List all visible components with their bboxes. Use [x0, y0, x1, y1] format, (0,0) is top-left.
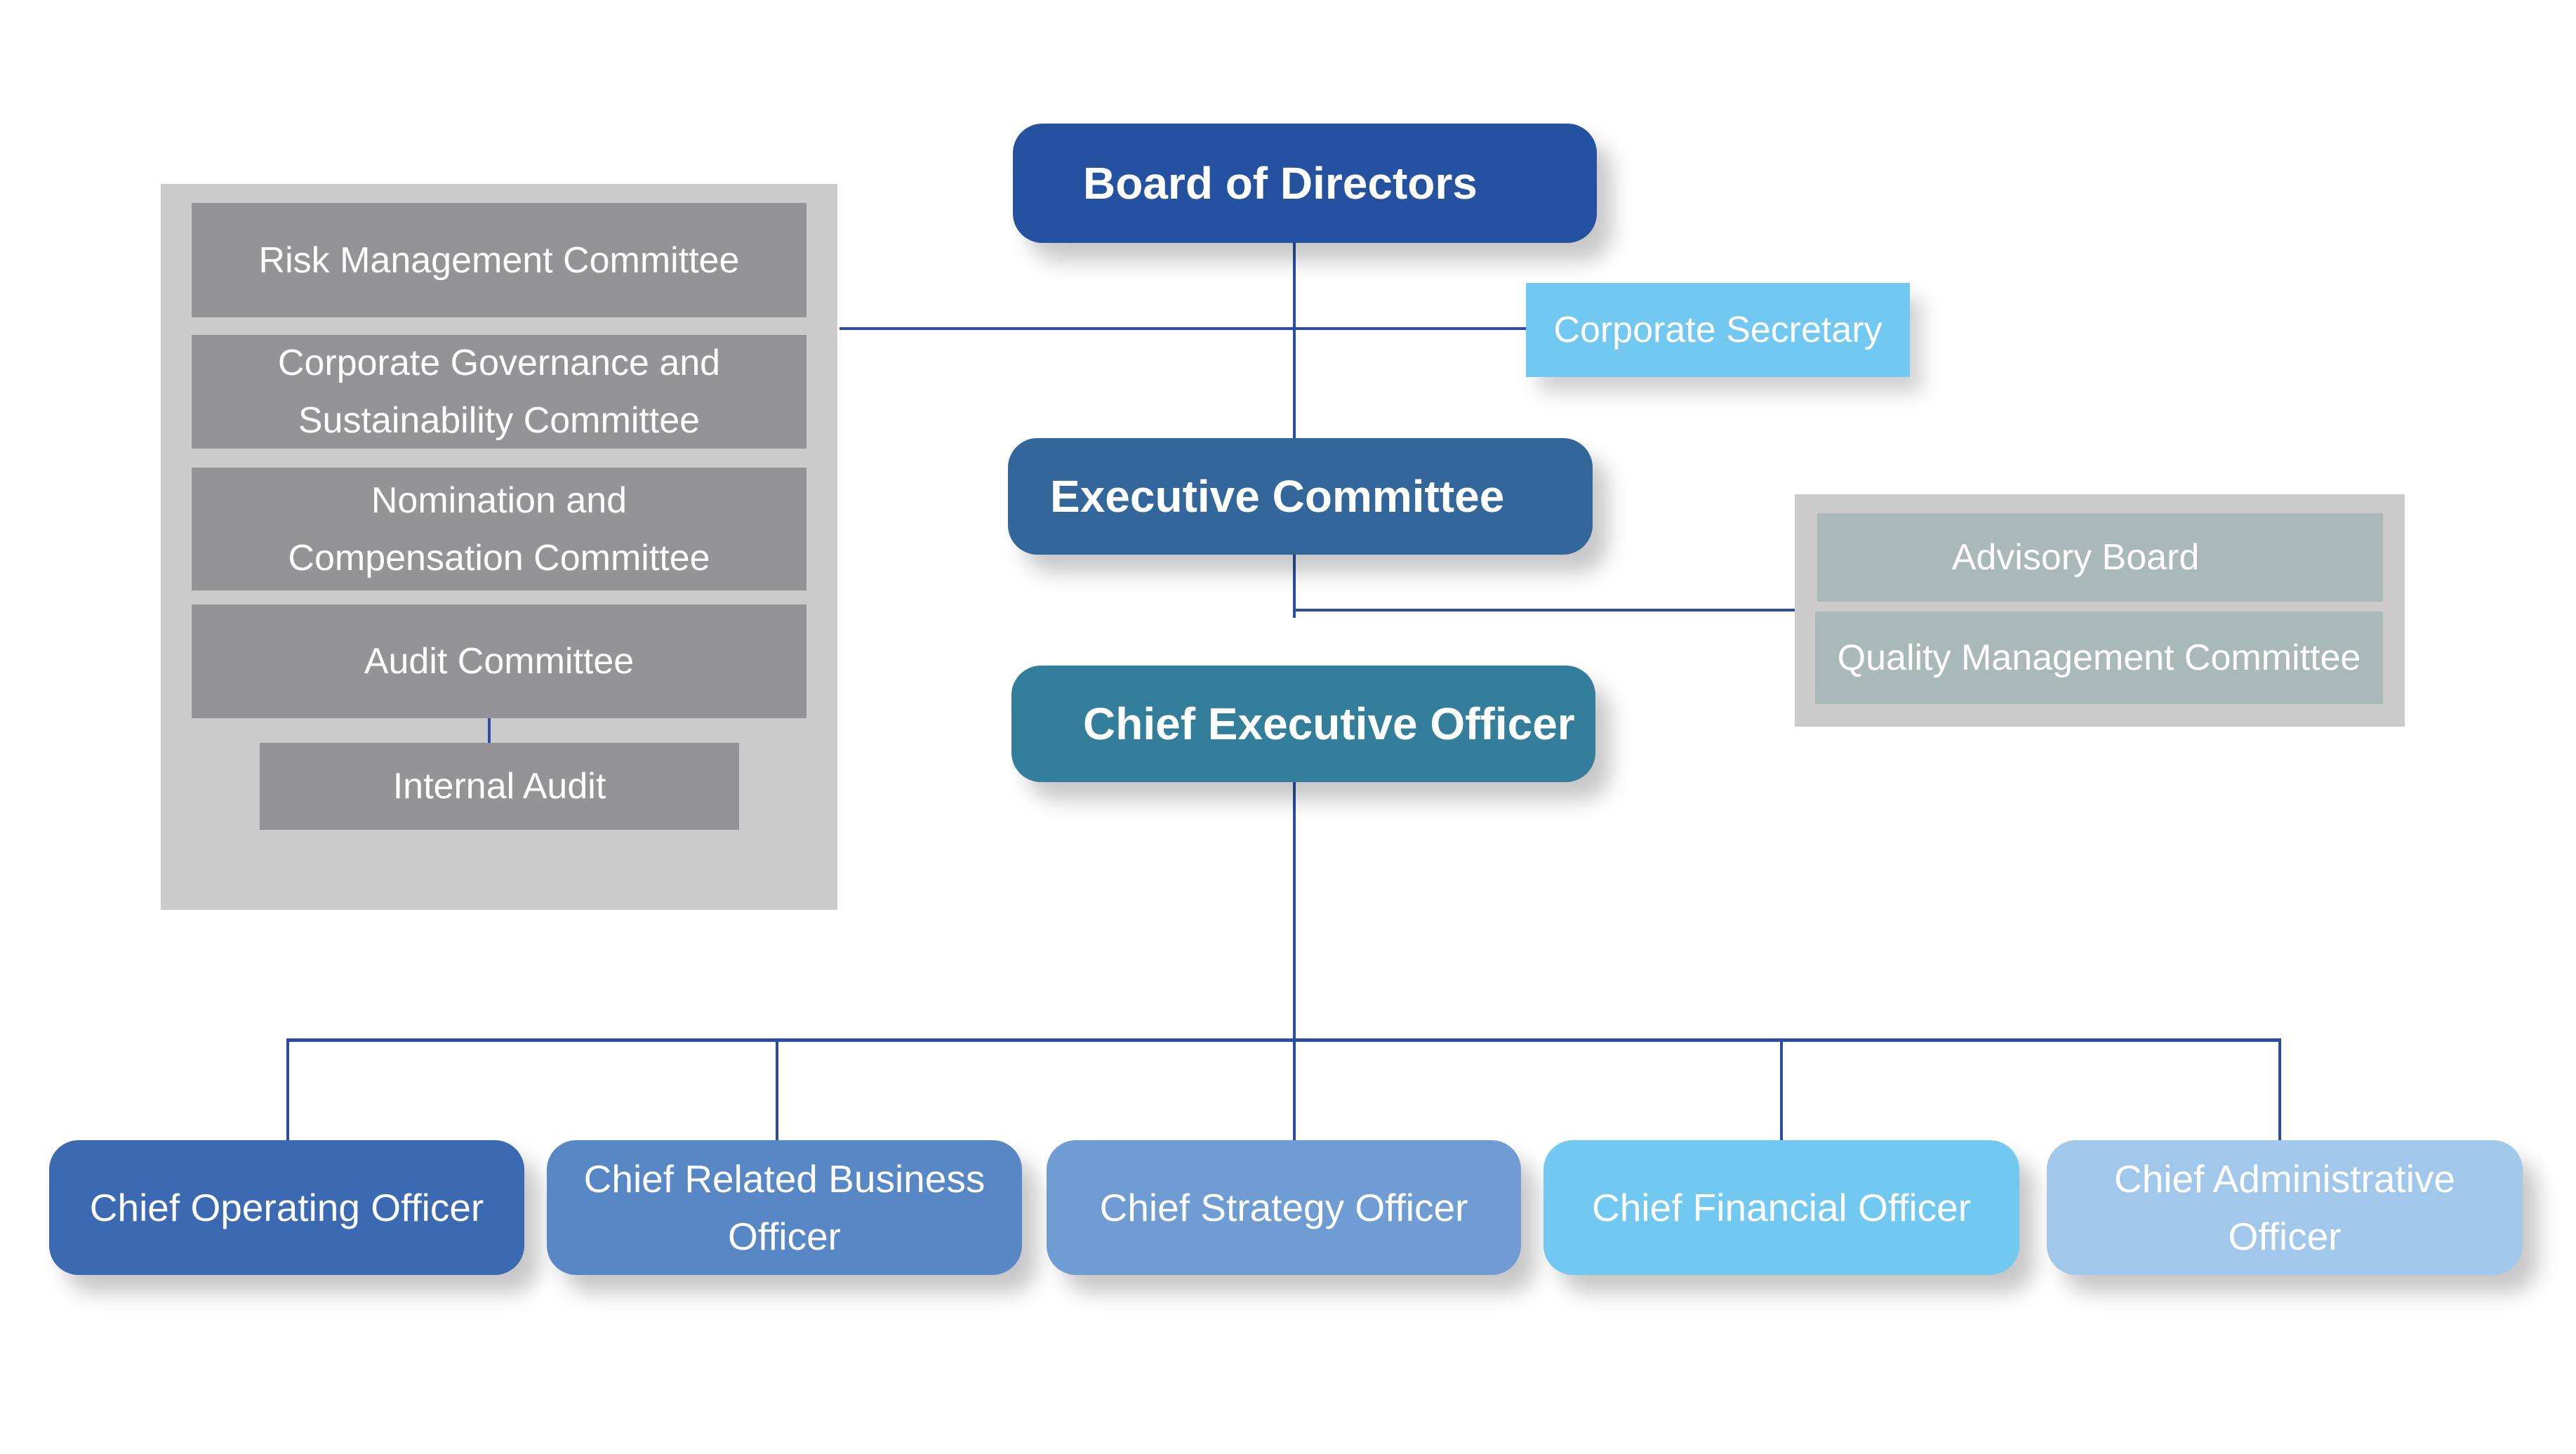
connector-officers-bus — [286, 1038, 2281, 1042]
chief-administrative-officer[interactable]: Chief Administrative Officer — [2047, 1140, 2523, 1275]
chief-operating-officer-label: Chief Operating Officer — [89, 1186, 484, 1229]
corporate-governance-committee[interactable]: Corporate Governance and Sustainability … — [192, 335, 806, 449]
internal-audit[interactable]: Internal Audit — [260, 743, 739, 830]
connector-ceo-to-officers — [1293, 713, 1296, 1142]
risk-management-committee[interactable]: Risk Management Committee — [192, 203, 806, 317]
corporate-secretary-label: Corporate Secretary — [1553, 310, 1883, 350]
chief-administrative-officer-label: Chief Administrative Officer — [2113, 1157, 2456, 1258]
executive-committee[interactable]: Executive Committee — [1008, 438, 1593, 555]
quality-management-committee[interactable]: Quality Management Committee — [1815, 612, 2383, 704]
chief-financial-officer[interactable]: Chief Financial Officer — [1543, 1140, 2019, 1275]
nomination-compensation-committee[interactable]: Nomination and Compensation Committee — [192, 468, 806, 590]
connector-exec-advisory — [1293, 609, 1795, 612]
connector-drop-cfo — [1780, 1038, 1783, 1141]
board-of-directors[interactable]: Board of Directors — [1013, 124, 1597, 243]
chief-financial-officer-label: Chief Financial Officer — [1591, 1186, 1972, 1229]
connector-board-to-ceo — [1293, 225, 1296, 618]
advisory-board[interactable]: Advisory Board — [1817, 513, 2383, 602]
chief-executive-officer[interactable]: Chief Executive Officer — [1011, 666, 1595, 782]
chief-strategy-officer[interactable]: Chief Strategy Officer — [1047, 1140, 1521, 1275]
corporate-governance-committee-label: Corporate Governance and Sustainability … — [277, 343, 721, 441]
chief-executive-officer-label: Chief Executive Officer — [1083, 699, 1575, 749]
nomination-compensation-committee-label: Nomination and Compensation Committee — [288, 480, 710, 579]
audit-committee-label: Audit Committee — [364, 641, 635, 682]
chief-operating-officer[interactable]: Chief Operating Officer — [49, 1140, 524, 1275]
chief-related-business-officer[interactable]: Chief Related Business Officer — [547, 1140, 1022, 1275]
chief-strategy-officer-label: Chief Strategy Officer — [1099, 1186, 1468, 1229]
connector-board-committees — [839, 327, 1526, 330]
connector-drop-crbo — [776, 1038, 778, 1141]
connector-audit-internal — [488, 718, 491, 743]
risk-management-committee-label: Risk Management Committee — [258, 239, 740, 281]
connector-drop-cao — [2278, 1038, 2281, 1141]
connector-drop-coo — [286, 1038, 289, 1141]
quality-management-committee-label: Quality Management Committee — [1837, 637, 2361, 678]
board-of-directors-label: Board of Directors — [1083, 158, 1478, 209]
audit-committee[interactable]: Audit Committee — [192, 604, 806, 718]
internal-audit-label: Internal Audit — [392, 766, 606, 807]
executive-committee-label: Executive Committee — [1050, 471, 1505, 522]
advisory-board-label: Advisory Board — [1951, 537, 2200, 578]
corporate-secretary[interactable]: Corporate Secretary — [1526, 283, 1910, 377]
chief-related-business-officer-label: Chief Related Business Officer — [583, 1157, 985, 1258]
